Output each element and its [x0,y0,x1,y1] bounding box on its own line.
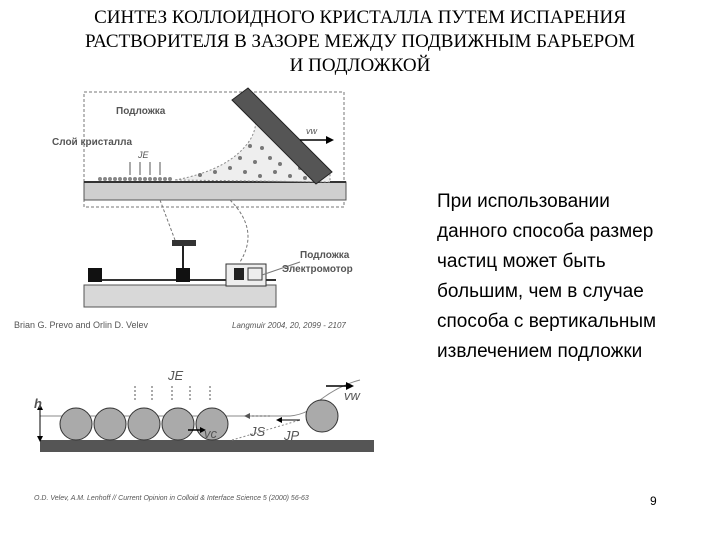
upper-vw-label: vw [306,126,318,136]
h-label: h [34,396,42,411]
motor-label: Электромотор [282,264,353,275]
title-line-3: И ПОДЛОЖКОЙ [289,55,431,76]
body-line-6: извлечением подложки [437,341,643,362]
zoom-box [83,91,345,208]
lower-substrate [40,440,374,452]
apparatus-base [83,284,277,308]
page-number: 9 [650,494,657,508]
upper-evaporation-arrows [129,162,161,175]
motor-substrate-label: Подложка [300,250,350,261]
substrate-slab [83,181,347,201]
colloid-spheres [59,399,339,441]
moving-barrier [231,87,333,185]
vc-label: vc [204,426,218,441]
crystal-layer-label: Слой кристалла [52,137,132,148]
apparatus-block-left [88,268,102,282]
upper-citation-authors: Brian G. Prevo and Orlin D. Velev [14,320,149,330]
body-line-3: частиц может быть [437,251,606,272]
upper-je-label: JE [137,150,150,160]
electromotor-box [225,263,267,287]
slide-title: СИНТЕЗ КОЛЛОИДНОГО КРИСТАЛЛА ПУТЕМ ИСПАР… [0,6,720,78]
lower-evaporation-arrows [134,386,211,400]
body-line-5: способа с вертикальным [437,311,657,332]
upper-citation-journal: Langmuir 2004, 20, 2099 - 2107 [232,321,346,330]
upper-substrate-label: Подложка [116,106,166,117]
lower-figure: h JE vw vc JS JP O.D. Velev, A.M. Lenhof… [34,368,374,502]
apparatus-block-mid [176,268,190,282]
body-line-2: данного способа размер [437,221,654,242]
body-line-1: При использовании [437,191,610,212]
title-line-1: СИНТЕЗ КОЛЛОИДНОГО КРИСТАЛЛА ПУТЕМ ИСПАР… [94,7,626,28]
liquid-particles [198,144,307,180]
lower-citation: O.D. Velev, A.M. Lenhoff // Current Opin… [34,495,309,502]
js-label: JS [249,424,266,439]
body-text: При использовании данного способа размер… [437,187,697,367]
title-line-2: РАСТВОРИТЕЛЯ В ЗАЗОРЕ МЕЖДУ ПОДВИЖНЫМ БА… [84,31,636,52]
jp-label: JP [283,428,300,443]
crystal-layer-dots [98,177,172,181]
lower-vw-label: vw [344,388,362,403]
body-line-4: большим, чем в случае [437,281,644,302]
upper-figure: vw JE Подложка Слой кристалла Подложка Э… [14,87,353,330]
lower-je-label: JE [167,368,184,383]
